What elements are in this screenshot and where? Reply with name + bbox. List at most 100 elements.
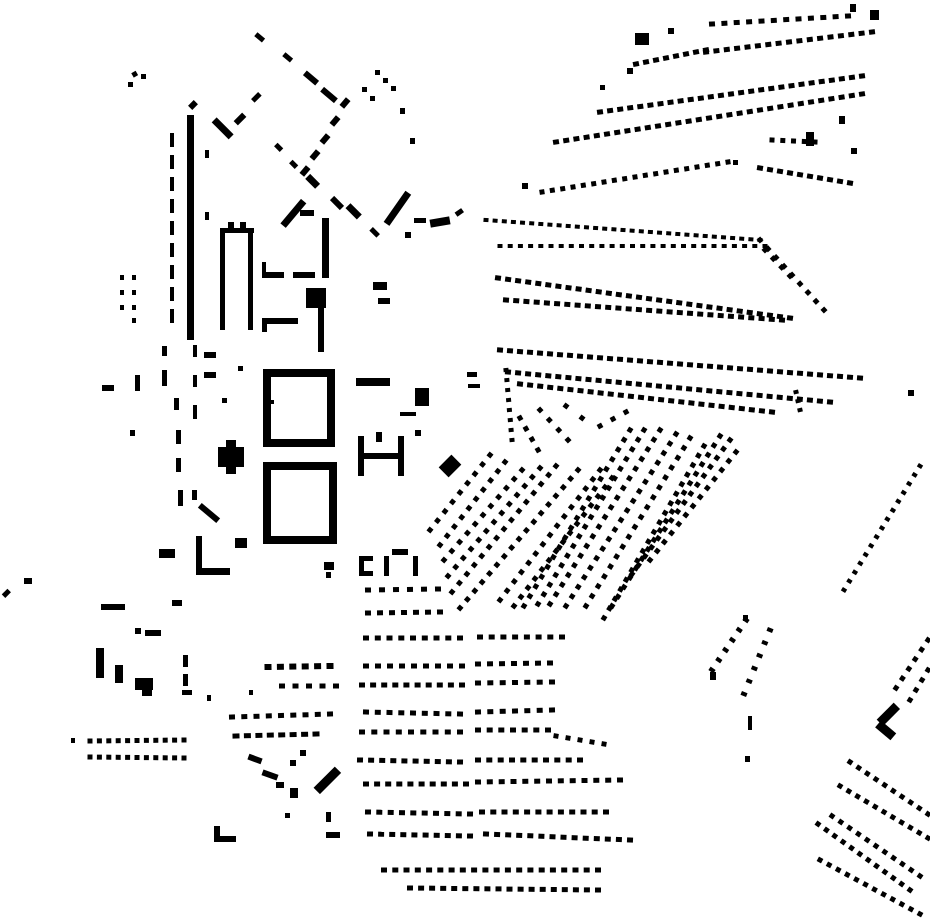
- building: [642, 172, 649, 179]
- building: [437, 867, 444, 873]
- building: [493, 867, 500, 873]
- building: [752, 244, 758, 248]
- building: [557, 778, 564, 784]
- building: [504, 377, 510, 383]
- building: [748, 315, 755, 321]
- building: [595, 377, 602, 384]
- building: [384, 556, 389, 576]
- building: [600, 85, 605, 90]
- building: [637, 513, 645, 521]
- building: [406, 885, 414, 891]
- building: [521, 727, 528, 733]
- building: [527, 833, 534, 839]
- building: [846, 824, 854, 832]
- building: [413, 556, 418, 576]
- building: [378, 831, 385, 837]
- building: [411, 663, 417, 669]
- building: [106, 754, 112, 760]
- building: [115, 738, 121, 744]
- building: [132, 318, 136, 323]
- building: [650, 528, 658, 536]
- building: [444, 729, 451, 735]
- building: [302, 70, 320, 86]
- building: [478, 578, 486, 586]
- building: [733, 45, 741, 52]
- building: [648, 468, 656, 476]
- building: [486, 661, 494, 667]
- building: [663, 169, 669, 175]
- building: [226, 440, 236, 474]
- building: [392, 587, 400, 593]
- building: [807, 99, 815, 105]
- building: [565, 374, 572, 381]
- building: [278, 732, 286, 738]
- building: [575, 494, 583, 502]
- building: [145, 630, 161, 636]
- building: [96, 738, 102, 744]
- building: [714, 160, 721, 167]
- building: [544, 500, 553, 509]
- building: [726, 389, 733, 396]
- building: [503, 587, 511, 595]
- building: [263, 462, 337, 470]
- building: [629, 228, 635, 233]
- building: [506, 348, 514, 354]
- building: [597, 475, 605, 483]
- building: [733, 160, 738, 165]
- building: [625, 533, 633, 541]
- building: [290, 788, 298, 798]
- building: [609, 415, 617, 423]
- building: [768, 316, 775, 323]
- building: [710, 475, 719, 483]
- building: [381, 682, 388, 688]
- building: [523, 634, 530, 640]
- building: [683, 471, 691, 479]
- building: [132, 275, 136, 280]
- building: [369, 227, 380, 238]
- building: [806, 36, 814, 43]
- building: [451, 885, 458, 892]
- building: [898, 793, 906, 801]
- building: [820, 306, 828, 314]
- building: [141, 74, 146, 79]
- building: [900, 489, 907, 496]
- building: [440, 556, 448, 564]
- building: [775, 40, 782, 47]
- building: [816, 856, 824, 864]
- building: [274, 142, 284, 152]
- building: [211, 117, 234, 140]
- building: [638, 455, 646, 463]
- building: [440, 781, 447, 787]
- building: [796, 37, 803, 44]
- building: [536, 383, 544, 390]
- building: [726, 111, 733, 118]
- building: [285, 813, 290, 818]
- building: [645, 382, 653, 388]
- building: [434, 586, 442, 592]
- building: [456, 538, 464, 546]
- building: [488, 634, 495, 640]
- building: [498, 727, 505, 733]
- building: [467, 545, 475, 553]
- building: [839, 838, 847, 846]
- building: [680, 444, 688, 452]
- building: [858, 73, 866, 79]
- building: [546, 581, 554, 589]
- building: [359, 729, 365, 735]
- building: [262, 318, 298, 324]
- building: [694, 452, 702, 460]
- building: [534, 600, 542, 608]
- building: [534, 280, 542, 287]
- building: [854, 792, 862, 800]
- building: [596, 109, 604, 115]
- building: [345, 203, 362, 220]
- building: [536, 707, 543, 713]
- building: [674, 508, 682, 515]
- building: [162, 737, 168, 743]
- building: [822, 826, 830, 834]
- building: [766, 105, 774, 112]
- building: [611, 526, 619, 534]
- building: [720, 235, 727, 240]
- building: [574, 583, 582, 591]
- building: [564, 436, 572, 444]
